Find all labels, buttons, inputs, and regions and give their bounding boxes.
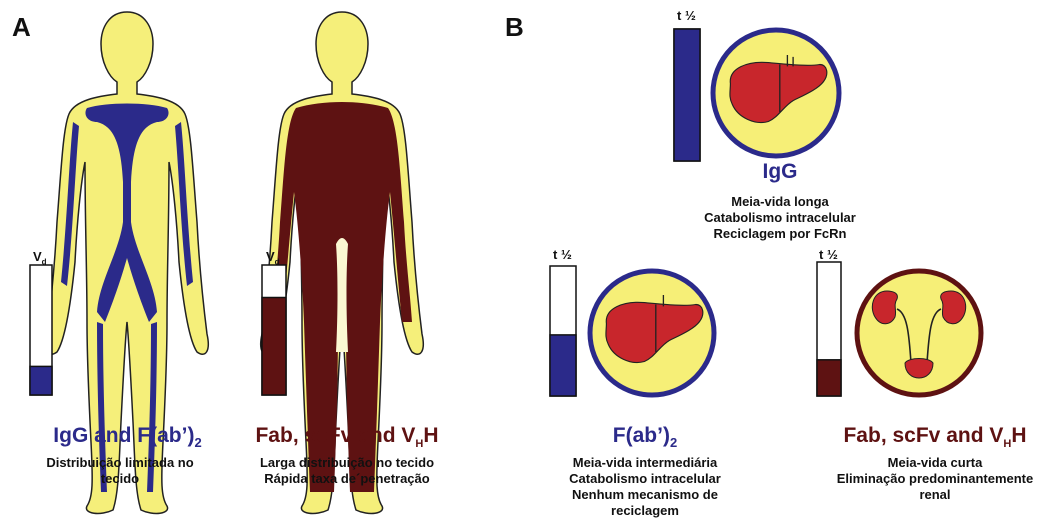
title-fab: Fab, scFv and VHH — [820, 424, 1050, 450]
vd-bar-fab — [262, 265, 286, 395]
title-igg-fab2: IgG and F(ab’)2 — [20, 424, 235, 450]
panel-label-b: B — [505, 12, 524, 43]
vd-bar-fab-fill — [262, 298, 286, 396]
vd-bar-igg — [30, 265, 52, 395]
half-life-bar-igg-fill — [674, 29, 700, 161]
vd-bar-igg-fill — [30, 366, 52, 395]
desc-wide-distribution: Larga distribuição no tecido Rápida taxa… — [232, 455, 462, 487]
half-life-label-fab: t ½ — [819, 247, 838, 262]
title-fab-scfv-vhh: Fab, scFv and VHH — [232, 424, 462, 450]
desc-limited-distribution: Distribuição limitada no tecido — [20, 455, 220, 487]
vd-label-igg: Vd — [33, 249, 47, 267]
half-life-bar-fab2-fill — [550, 335, 576, 396]
title-fab2: F(ab’)2 — [590, 424, 700, 450]
liver-circle-igg — [713, 30, 839, 156]
half-life-bar-fab — [817, 262, 841, 396]
panel-label-a: A — [12, 12, 31, 43]
desc-fab: Meia-vida curta Eliminação predominantem… — [815, 455, 1055, 503]
half-life-label-igg: t ½ — [677, 8, 696, 23]
desc-fab2: Meia-vida intermediária Catabolismo intr… — [545, 455, 745, 519]
half-life-bar-fab-fill — [817, 360, 841, 396]
half-life-bar-igg — [674, 29, 700, 161]
half-life-bar-fab2 — [550, 266, 576, 396]
vd-label-fab: Vd — [266, 249, 280, 267]
liver-circle-fab2 — [590, 271, 714, 395]
kidney-circle-fab — [857, 271, 981, 395]
desc-igg: Meia-vida longa Catabolismo intracelular… — [680, 194, 880, 242]
half-life-label-fab2: t ½ — [553, 247, 572, 262]
title-igg: IgG — [740, 160, 820, 184]
